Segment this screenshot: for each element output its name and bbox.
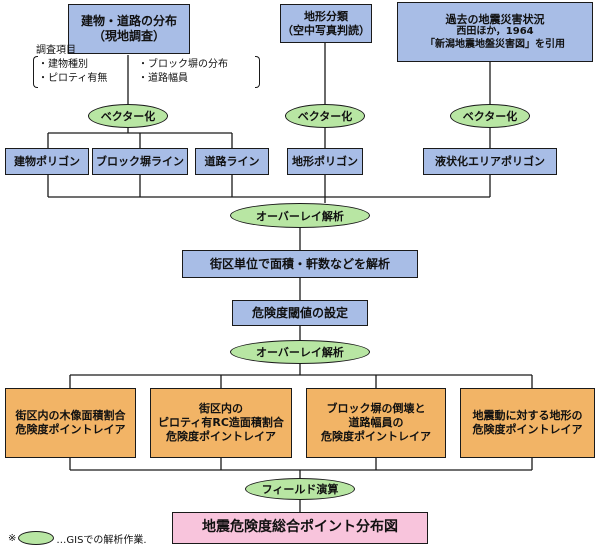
terrain-polygon: 地形ポリゴン: [287, 148, 363, 175]
source-terrain-title: 地形分類: [304, 9, 348, 23]
legend-oval-icon: [18, 531, 55, 545]
risk-threshold-setting: 危険度閾値の設定: [232, 300, 368, 326]
survey-items-title: 調査項目: [36, 45, 76, 56]
block-wall-road-risk-layer: ブロック塀の倒壊と 道路幅員の 危険度ポイントレイア: [306, 388, 446, 458]
building-polygon: 建物ポリゴン: [5, 148, 89, 175]
survey-item-block-walls: ・ブロック塀の分布: [138, 59, 228, 70]
overlay-analysis-oval-1: オーバーレイ解析: [230, 203, 370, 228]
vectorize-oval-survey: ベクター化: [88, 104, 168, 128]
source-terrain-subtitle: （空中写真判読）: [282, 23, 370, 37]
final-risk-point-map: 地震危険度総合ポイント分布図: [172, 512, 428, 544]
block-unit-analysis: 街区単位で面積・軒数などを解析: [182, 250, 418, 278]
overlay-analysis-oval-2: オーバーレイ解析: [230, 340, 370, 364]
legend-text: …GISでの解析作業.: [56, 534, 147, 546]
piloti-rc-risk-layer: 街区内の ピロティ有RC造面積割合 危険度ポイントレイア: [150, 388, 292, 458]
survey-item-piloti: ・ピロティ有無: [38, 73, 108, 84]
wood-area-risk-layer: 街区内の木像面積割合 危険度ポイントレイア: [5, 388, 136, 458]
source-disaster-reference: 「新潟地震地盤災害図」を引用: [425, 38, 565, 50]
source-terrain: 地形分類 （空中写真判読）: [280, 4, 372, 43]
block-wall-line: ブロック塀ライン: [92, 148, 188, 175]
legend-mark: ※: [8, 532, 17, 544]
source-past-disasters: 過去の地震災害状況 西田ほか，1964 「新潟地震地盤災害図」を引用: [397, 2, 593, 62]
source-buildings-roads: 建物・道路の分布 （現地調査）: [68, 4, 190, 54]
source-disaster-citation: 西田ほか，1964: [456, 26, 534, 38]
road-line: 道路ライン: [195, 148, 269, 175]
survey-bracket-right: [255, 56, 260, 88]
source-disaster-title: 過去の地震災害状況: [445, 12, 545, 26]
survey-item-road-width: ・道路幅員: [138, 73, 188, 84]
liquefaction-area-polygon: 液状化エリアポリゴン: [423, 148, 557, 175]
source-buildings-subtitle: （現地調査）: [92, 29, 165, 43]
field-calculation-oval: フィールド演算: [245, 478, 355, 500]
source-buildings-title: 建物・道路の分布: [80, 14, 177, 28]
survey-bracket-left: [33, 56, 38, 88]
survey-items: 調査項目 ・建物種別 ・ブロック塀の分布 ・ピロティ有無 ・道路幅員: [36, 44, 266, 92]
legend: ※ …GISでの解析作業.: [8, 530, 147, 546]
vectorize-oval-terrain: ベクター化: [285, 104, 365, 128]
vectorize-oval-disaster: ベクター化: [450, 104, 530, 128]
terrain-risk-layer: 地震動に対する地形の 危険度ポイントレイア: [460, 388, 595, 458]
survey-item-building-type: ・建物種別: [38, 59, 88, 70]
